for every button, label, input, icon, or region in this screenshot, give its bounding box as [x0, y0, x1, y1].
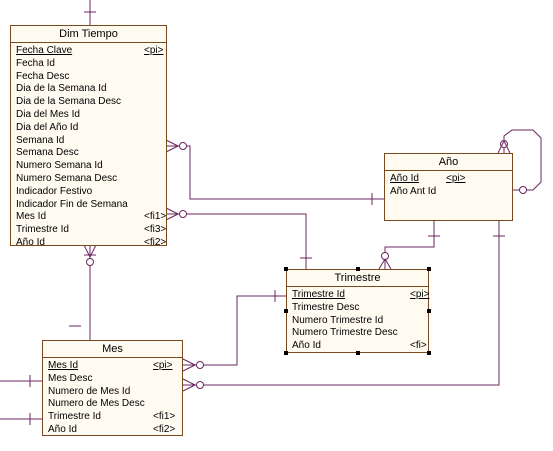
attribute-row[interactable]: Numero Trimestre Id [292, 315, 428, 328]
selection-handle[interactable] [427, 267, 431, 271]
attribute-key-tag: <fi3> [144, 224, 167, 236]
attribute-row[interactable]: Dia del Año Id [16, 122, 166, 135]
attribute-row[interactable]: Semana Id [16, 135, 166, 148]
attribute-key-tag: <pi> [446, 173, 466, 184]
entity-title: Trimestre [287, 270, 428, 287]
attribute-name: Año Id [390, 173, 419, 184]
attribute-row[interactable]: Mes Desc [48, 373, 182, 386]
attribute-name: Numero Semana Id [16, 160, 103, 172]
attribute-key-tag: <fi1> [144, 211, 167, 223]
attribute-row[interactable]: Fecha Clave <pi> [16, 45, 166, 58]
attribute-row[interactable]: Trimestre Desc [292, 302, 428, 315]
relationship-dim-tiempo-mes [69, 244, 97, 340]
attribute-name: Mes Id [48, 360, 79, 371]
selection-handle[interactable] [427, 309, 431, 313]
attribute-name: Semana Id [16, 134, 65, 146]
attribute-name: Dia del Año Id [16, 121, 79, 133]
relationship-anio-trimestre [378, 221, 440, 270]
entity-trimestre[interactable]: Trimestre Trimestre Id <pi> Trimestre Desc… [286, 269, 429, 353]
attribute-row[interactable]: Año Id <fi2> [16, 237, 166, 250]
attribute-name: Numero de Mes Id [48, 385, 131, 397]
attribute-name: Mes Id [16, 211, 47, 223]
attribute-row[interactable]: Año Id <fi> [292, 340, 428, 353]
attribute-row[interactable]: Numero Semana Desc [16, 173, 166, 186]
attribute-name: Numero Trimestre Desc [292, 327, 398, 339]
attribute-row[interactable]: Indicador Fin de Semana [16, 199, 166, 212]
attribute-name: Trimestre Desc [292, 301, 360, 313]
attribute-name: Numero Semana Desc [16, 172, 118, 184]
relationship-dim-tiempo-trimestre [165, 207, 312, 270]
attribute-name: Año Id [48, 423, 77, 435]
attribute-row[interactable]: Trimestre Id <pi> [292, 289, 430, 302]
attribute-key-tag: <pi> [410, 289, 430, 300]
attribute-name: Numero de Mes Desc [48, 398, 145, 410]
selection-handle[interactable] [356, 351, 360, 355]
selection-handle[interactable] [284, 309, 288, 313]
attribute-key-tag: <pi> [153, 360, 173, 371]
attribute-row[interactable]: Dia del Mes Id [16, 109, 166, 122]
relationship-anio-self [497, 129, 542, 194]
attribute-name: Trimestre Id [16, 224, 69, 236]
entity-title: Mes [43, 341, 182, 358]
entity-title: Dim Tiempo [11, 26, 166, 43]
attribute-key-tag: <fi2> [144, 236, 167, 248]
attribute-row[interactable]: Fecha Desc [16, 71, 166, 84]
attribute-row[interactable]: Año Ant Id [390, 186, 512, 199]
attribute-key-tag: <fi2> [153, 423, 176, 435]
attribute-row[interactable]: Numero de Mes Id [48, 386, 182, 399]
attribute-row[interactable]: Trimestre Id <fi3> [16, 224, 166, 237]
attribute-name: Año Ant Id [390, 185, 437, 197]
attribute-name: Año Id [292, 340, 321, 352]
attribute-row[interactable]: Trimestre Id <fi1> [48, 411, 182, 424]
attribute-row[interactable]: Indicador Festivo [16, 186, 166, 199]
attribute-name: Mes Desc [48, 372, 93, 384]
attribute-name: Fecha Desc [16, 70, 70, 82]
relationship-dim-tiempo-anio [165, 139, 385, 205]
relationship-anio-mes [182, 221, 505, 392]
attribute-name: Fecha Clave [16, 45, 73, 56]
attribute-row[interactable]: Numero Semana Id [16, 160, 166, 173]
attribute-name: Indicador Fin de Semana [16, 198, 128, 210]
selection-handle[interactable] [427, 351, 431, 355]
attribute-row[interactable]: Dia de la Semana Desc [16, 96, 166, 109]
attribute-name: Dia de la Semana Desc [16, 96, 122, 108]
attribute-row[interactable]: Dia de la Semana Id [16, 83, 166, 96]
attribute-row[interactable]: Mes Id <fi1> [16, 211, 166, 224]
attribute-row[interactable]: Numero Trimestre Desc [292, 327, 428, 340]
attribute-name: Año Id [16, 236, 45, 248]
selection-handle[interactable] [356, 267, 360, 271]
attribute-name: Dia de la Semana Id [16, 83, 107, 95]
attribute-name: Fecha Id [16, 57, 55, 69]
attribute-row[interactable]: Año Id <pi> [390, 173, 512, 186]
entity-title: Año [385, 154, 512, 171]
attribute-row[interactable]: Mes Id <pi> [48, 360, 182, 373]
attribute-name: Dia del Mes Id [16, 108, 80, 120]
attribute-name: Numero Trimestre Id [292, 314, 384, 326]
entity-anio[interactable]: Año Año Id <pi> Año Ant Id [384, 153, 513, 221]
attribute-name: Semana Desc [16, 147, 79, 159]
attribute-name: Indicador Festivo [16, 185, 93, 197]
attribute-row[interactable]: Numero de Mes Desc [48, 398, 182, 411]
selection-handle[interactable] [284, 351, 288, 355]
attribute-name: Trimestre Id [48, 411, 101, 423]
attribute-key-tag: <fi1> [153, 411, 176, 423]
attribute-row[interactable]: Semana Desc [16, 147, 166, 160]
relationship-trimestre-mes [182, 290, 287, 372]
attribute-name: Trimestre Id [292, 289, 345, 300]
selection-handle[interactable] [284, 267, 288, 271]
attribute-row[interactable]: Fecha Id [16, 58, 166, 71]
attribute-key-tag: <pi> [144, 45, 164, 56]
attribute-row[interactable]: Año Id <fi2> [48, 424, 182, 437]
attribute-key-tag: <fi> [410, 340, 427, 352]
